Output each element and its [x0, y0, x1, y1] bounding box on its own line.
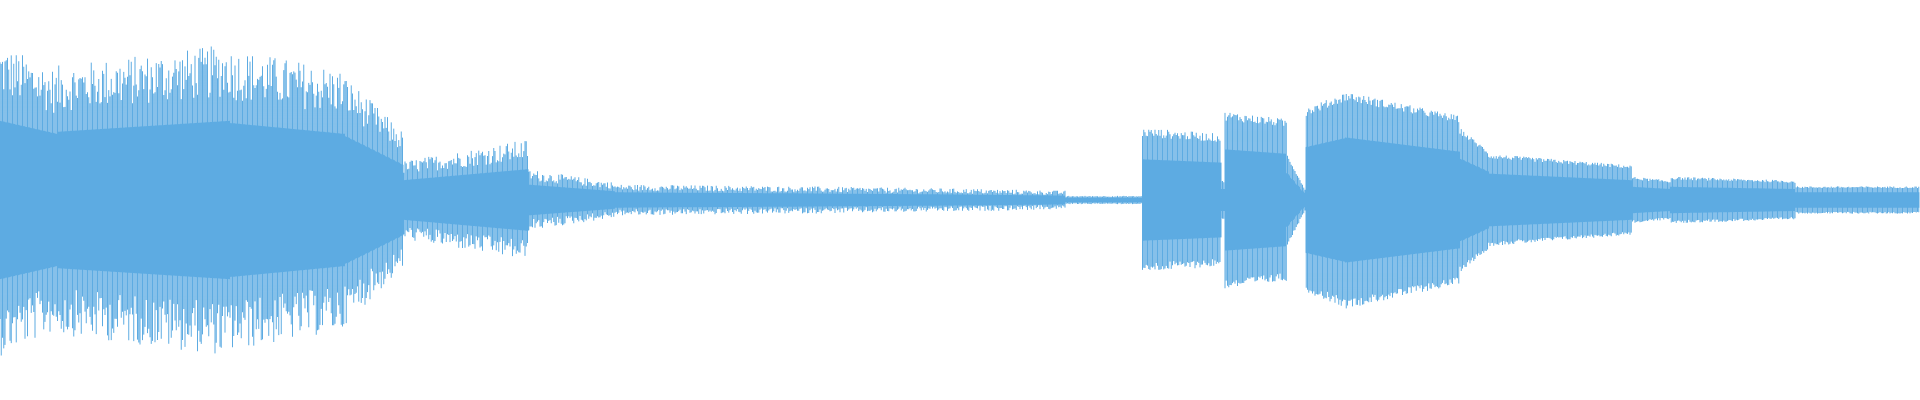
- waveform-core: [0, 120, 1920, 280]
- waveform-bars: [0, 46, 1920, 356]
